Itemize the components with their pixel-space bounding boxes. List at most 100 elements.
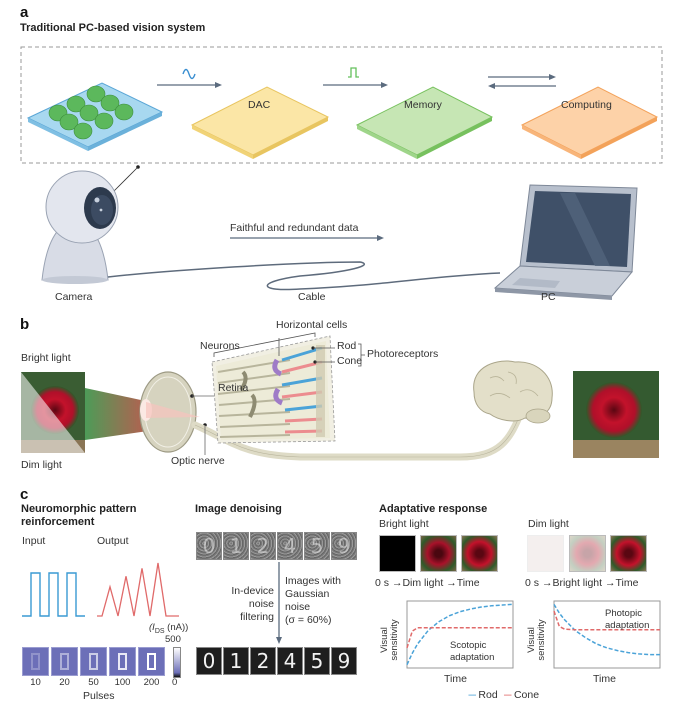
pulse-count-label: 10: [30, 677, 41, 688]
colorbar-max: 500: [165, 634, 181, 645]
arrow-icon: →: [541, 577, 553, 589]
dim-frame-mid: [569, 535, 606, 572]
pattern-tile: [80, 647, 107, 676]
bright-frame-0s: [379, 535, 416, 572]
seq-middle: Bright light: [552, 577, 603, 589]
neurons-label: Neurons: [200, 340, 240, 352]
legend-rod-swatch: ---: [468, 689, 476, 701]
chart1-ylabel: Visual sensitivity: [379, 610, 400, 670]
dac-label: DAC: [248, 99, 271, 111]
optic-nerve: [191, 406, 526, 461]
noise-note: Images with Gaussian noise (σ = 60%): [285, 575, 341, 627]
pattern-tile: [22, 647, 49, 676]
seq-end: Time: [456, 577, 480, 589]
pulse-count-label: 20: [59, 677, 70, 688]
pulse-count-label: 100: [114, 677, 131, 688]
chart1-ylabel-text: Visual sensitivity: [379, 619, 400, 661]
colorbar-title-unit: (nA)): [164, 622, 189, 633]
digit-eight-pattern: [118, 653, 127, 670]
filtering-note-line: filtering: [240, 611, 274, 623]
colorbar-min: 0: [172, 677, 178, 688]
pulses-label: Pulses: [83, 690, 115, 702]
pulse-count-label: 200: [143, 677, 160, 688]
dim-light-label: Dim light: [21, 459, 62, 471]
digit-tile: 4: [277, 647, 303, 675]
seq-middle: Dim light: [402, 577, 444, 589]
digit-tile: 0: [196, 647, 222, 675]
legend-cone-label: Cone: [513, 689, 540, 701]
dim-frame-end: [610, 535, 647, 572]
pattern-tile: [51, 647, 78, 676]
pattern-title-line2: reinforcement: [21, 516, 95, 528]
digit-eight-pattern: [60, 653, 69, 670]
pattern-title-line1: Neuromorphic pattern: [21, 503, 137, 515]
chart2-ylabel-text: Visual sensitivity: [526, 619, 547, 661]
bright-frame-end: [461, 535, 498, 572]
panel-c-letter: c: [20, 486, 29, 503]
arrow-icon: →: [604, 577, 616, 589]
colorbar: [173, 647, 181, 678]
memory-label: Memory: [404, 99, 442, 111]
output-label: Output: [97, 535, 129, 547]
cable-label: Cable: [298, 291, 326, 303]
seq-start: 0 s: [525, 577, 540, 589]
sensor-array-icon: [26, 82, 164, 151]
panel-a-title: Traditional PC-based vision system: [20, 22, 206, 34]
pattern-tile: [109, 647, 136, 676]
seq-end: Time: [615, 577, 639, 589]
dim-frame-0s: [527, 535, 564, 572]
noise-note-line: Images with: [285, 575, 342, 587]
data-flow-label: Faithful and redundant data: [230, 222, 359, 234]
digit-tile: 0: [196, 532, 222, 560]
light-beam: [85, 388, 155, 440]
seq-start: 0 s: [375, 577, 390, 589]
digit-tile: 2: [250, 647, 276, 675]
memory-block: [355, 86, 494, 159]
colorbar-title-sub: DS: [154, 627, 165, 635]
eye-icon: [139, 371, 207, 453]
laptop-icon: [493, 184, 638, 300]
input-label: Input: [22, 535, 46, 547]
camera-icon: [41, 170, 119, 284]
scotopic-annotation-text: Scotopic adaptation: [450, 640, 495, 663]
adaptive-title: Adaptative response: [379, 503, 488, 515]
bright-frame-mid: [420, 535, 457, 572]
digit-tile: 5: [304, 647, 330, 675]
legend-cone-swatch: ---: [503, 689, 512, 701]
colorbar-title-prefix: (I: [149, 622, 155, 633]
horizontal-cells-label: Horizontal cells: [276, 319, 348, 331]
scotopic-annotation: Scotopic adaptation: [450, 640, 510, 664]
computing-block: [520, 86, 659, 159]
legend: --- Rod --- Cone: [468, 689, 539, 701]
bright-sequence: 0 s →Dim light →Time: [375, 577, 480, 589]
pulse-count-label: 50: [88, 677, 99, 688]
digit-tile: 4: [277, 532, 303, 560]
camera-label: Camera: [55, 291, 93, 303]
panel-a-letter: a: [20, 4, 29, 21]
brain-icon: [473, 360, 553, 424]
cone-label: Cone: [337, 355, 363, 367]
adaptive-bright-title: Bright light: [379, 518, 429, 530]
chart2-xlabel: Time: [593, 673, 616, 685]
photopic-annotation: Photopic adaptation: [605, 608, 665, 632]
chart2-ylabel: Visual sensitivity: [526, 610, 547, 670]
digit-tile: 9: [331, 647, 357, 675]
sine-wave-icon: [182, 68, 196, 80]
chart1-xlabel: Time: [444, 673, 467, 685]
digit-eight-pattern: [147, 653, 156, 670]
panel-b-letter: b: [20, 316, 30, 333]
pulse-wave-icon: [348, 67, 359, 78]
pc-label: PC: [541, 291, 556, 303]
adaptive-dim-title: Dim light: [528, 518, 569, 530]
digit-tile: 9: [331, 532, 357, 560]
digit-tile: 1: [223, 647, 249, 675]
optic-nerve-label: Optic nerve: [171, 455, 225, 467]
dim-sequence: 0 s →Bright light →Time: [525, 577, 638, 589]
rod-label: Rod: [337, 340, 357, 352]
dac-block: [190, 86, 330, 159]
photoreceptors-label: Photoreceptors: [367, 348, 439, 360]
bright-light-label: Bright light: [21, 352, 71, 364]
filtering-note-line: In-device: [231, 585, 274, 597]
digit-tile: 2: [250, 532, 276, 560]
filtering-note: In-device noise filtering: [212, 585, 274, 624]
